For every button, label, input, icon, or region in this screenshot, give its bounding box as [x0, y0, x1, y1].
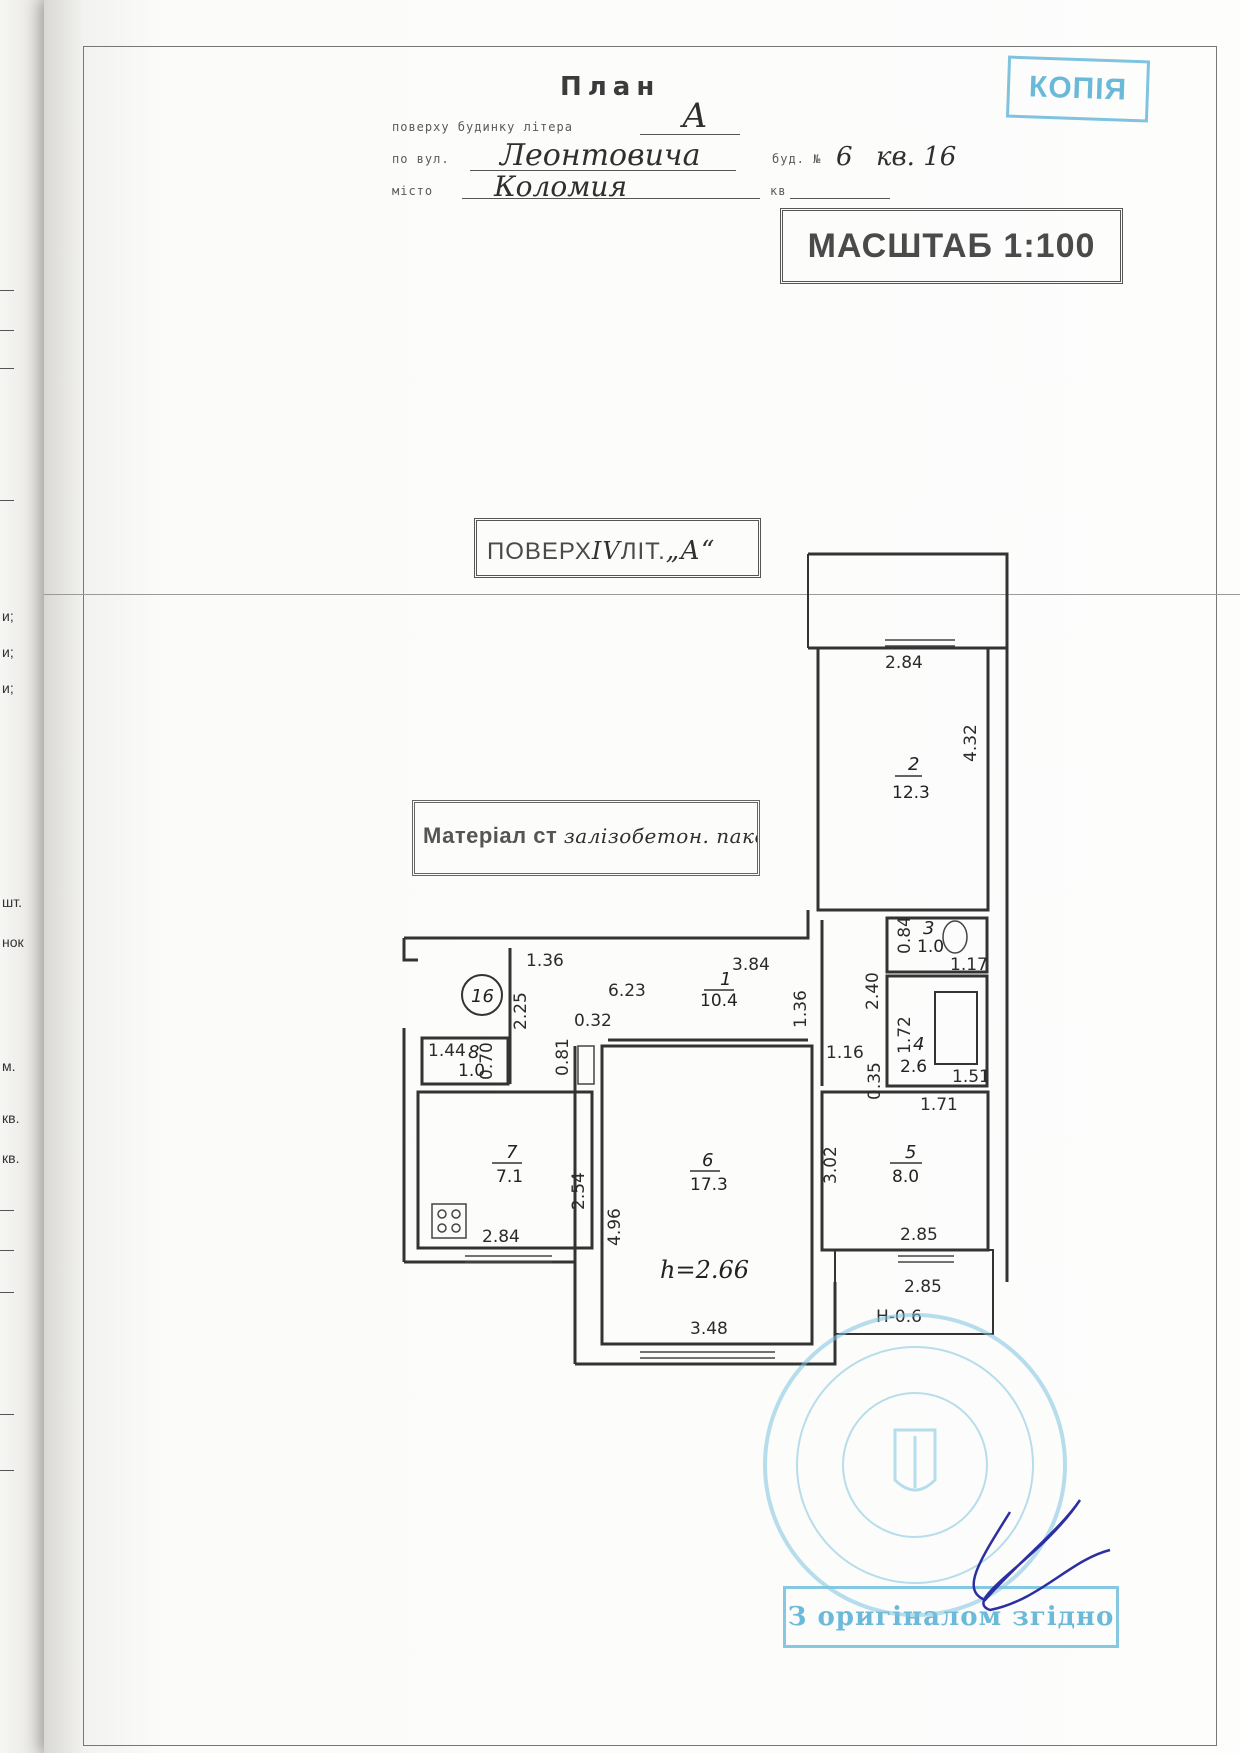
room-5-number: 5: [905, 1142, 916, 1163]
floor-stamp-prefix: ПОВЕРХ: [487, 538, 592, 565]
room-7-number: 7: [506, 1142, 518, 1163]
room-4-area: 2.6: [900, 1057, 927, 1077]
dim-r5-w: 2.85: [900, 1225, 938, 1245]
kv-line: [790, 198, 890, 199]
city-line: [462, 198, 760, 199]
margin-fragment: кв.: [2, 1110, 20, 1126]
apartment-number: 16: [471, 986, 494, 1007]
margin-fragment: кв.: [2, 1150, 20, 1166]
document-sheet: [44, 0, 1240, 1753]
room-3-area: 1.0: [917, 937, 944, 957]
dim-r3-h: 0.84: [895, 916, 915, 954]
kv-label: кв: [770, 184, 787, 198]
dim-r2-length: 4.32: [961, 724, 981, 762]
margin-rule: [0, 500, 14, 501]
house-label: буд. №: [772, 152, 822, 166]
apartment-value: кв. 16: [876, 142, 957, 172]
margin-fragment: и;: [2, 608, 14, 624]
dim-r1-hall: 1.36: [526, 951, 564, 971]
room-6-area: 17.3: [690, 1175, 728, 1195]
dim-r1-door: 0.81: [553, 1038, 573, 1076]
dim-r2-width: 2.84: [885, 653, 923, 673]
margin-rule: [0, 330, 14, 331]
floor-line: [640, 134, 740, 135]
margin-fragment: нок: [2, 934, 24, 950]
dim-wc-h: 2.40: [863, 972, 883, 1010]
floor-stamp: ПОВЕРХIVЛІТ.„А“: [474, 518, 761, 578]
room-1-number: 1: [720, 969, 731, 990]
street-line: [470, 170, 736, 171]
floor-value: А: [682, 96, 708, 136]
margin-rule: [0, 1470, 14, 1471]
plan-windows: [465, 639, 955, 1359]
room-3-number: 3: [923, 918, 934, 939]
house-value: 6: [836, 142, 853, 172]
dim-r8-w: 1.44: [428, 1041, 466, 1061]
dim-r1-left: 6.23: [608, 981, 646, 1001]
dim-r4-h: 1.72: [895, 1016, 915, 1054]
dim-r5-h: 3.02: [821, 1146, 841, 1184]
dim-r1-right: 1.36: [791, 990, 811, 1028]
margin-rule: [0, 368, 14, 369]
official-seal: [763, 1313, 1067, 1617]
room-8-number: 8: [468, 1042, 479, 1063]
room-7-area: 7.1: [496, 1167, 523, 1187]
plan-title: План: [560, 72, 661, 102]
plan-fixtures: [431, 920, 968, 1239]
dim-balcony-w: 2.85: [904, 1277, 942, 1297]
floor-label: поверху будинку літера: [392, 120, 573, 134]
room-2-area: 12.3: [892, 783, 930, 803]
dim-r7-h: 2.54: [569, 1172, 589, 1210]
room-1-area: 10.4: [700, 991, 738, 1011]
room-6-number: 6: [702, 1150, 713, 1171]
dim-r7-w: 2.84: [482, 1227, 520, 1247]
dim-r8-h: 0.70: [477, 1042, 497, 1080]
city-value: Коломия: [494, 170, 627, 203]
dim-r1-vert: 2.25: [511, 992, 531, 1030]
original-stamp: З оригіналом згідно: [783, 1586, 1119, 1648]
dim-r6-w: 3.48: [690, 1319, 728, 1339]
margin-rule: [0, 1250, 14, 1251]
dim-r1-small: 0.32: [574, 1011, 612, 1031]
margin-fragment: и;: [2, 644, 14, 660]
ceiling-height: h=2.66: [660, 1256, 749, 1284]
dim-r5-w-top: 1.71: [920, 1095, 958, 1115]
margin-rule: [0, 1292, 14, 1293]
dim-r4-w: 1.51: [952, 1067, 990, 1087]
street-label: по вул.: [392, 152, 450, 166]
plan-walls: [402, 552, 1009, 1366]
dim-r1-top: 3.84: [732, 955, 770, 975]
margin-fragment: шт.: [2, 894, 22, 910]
margin-rule: [0, 1210, 14, 1211]
margin-fragment: м.: [2, 1058, 16, 1074]
scale-stamp: МАСШТАБ 1:100: [780, 208, 1123, 284]
material-stamp: Матеріал ст залізобетон. пакел: [412, 800, 760, 876]
dim-r6-h: 4.96: [605, 1208, 625, 1246]
floor-stamp-number: IV: [591, 537, 621, 565]
floor-stamp-letter: „А“: [665, 536, 716, 566]
street-value: Леонтовича: [500, 138, 701, 173]
room-2-number: 2: [908, 754, 919, 775]
margin-rule: [0, 1414, 14, 1415]
room-8-area: 1.0: [458, 1061, 485, 1081]
room-4-number: 4: [913, 1034, 924, 1055]
room-5-area: 8.0: [892, 1167, 919, 1187]
dim-r5-small: 0.35: [865, 1062, 885, 1100]
margin-fragment: и;: [2, 680, 14, 696]
page-frame: [83, 46, 1217, 1746]
dim-r3-w: 1.17: [950, 955, 988, 975]
dim-r1-bottom: 1.16: [826, 1043, 864, 1063]
floor-stamp-lit: ЛІТ.: [620, 538, 666, 565]
material-stamp-printed: Матеріал ст: [423, 823, 558, 848]
material-stamp-handwritten: залізобетон. пакел: [563, 824, 760, 848]
fold-line: [44, 594, 1240, 595]
city-label: місто: [392, 184, 434, 198]
margin-rule: [0, 290, 14, 291]
signature: [972, 1499, 1111, 1612]
